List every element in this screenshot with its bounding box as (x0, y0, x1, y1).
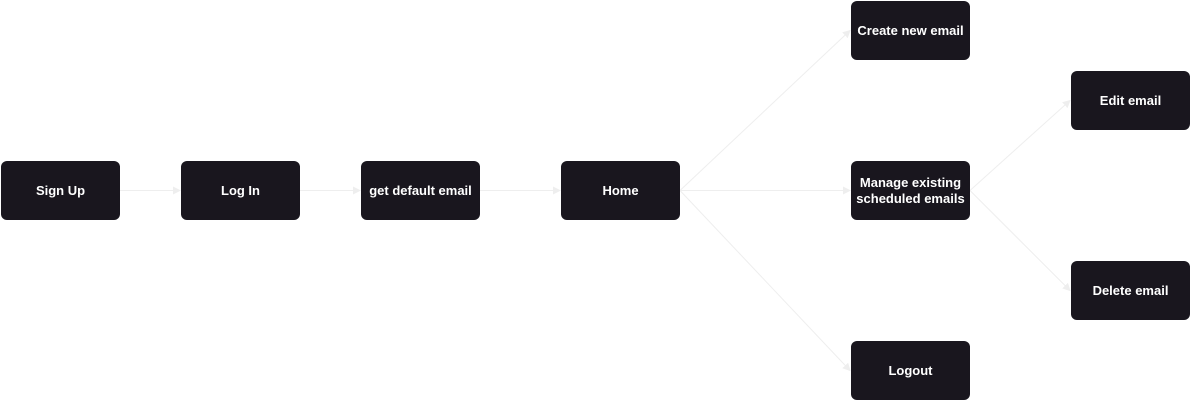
node-sign-up-label: Sign Up (35, 182, 86, 198)
node-logout-label: Logout (888, 362, 933, 378)
node-log-in-label: Log In (221, 182, 260, 198)
node-create-new-email-label: Create new email (857, 22, 964, 38)
node-delete-email[interactable]: Delete email (1071, 261, 1190, 320)
node-delete-email-label: Delete email (1092, 282, 1169, 298)
node-home-label: Home (602, 182, 639, 198)
node-manage-existing-label: Manage existing scheduled emails (856, 174, 965, 206)
node-edit-email-label: Edit email (1099, 92, 1162, 108)
node-create-new-email[interactable]: Create new email (851, 1, 970, 60)
edge-home-to-create-new-email (679, 29, 851, 191)
edge-home-to-logout (679, 190, 851, 372)
node-get-default-email-label: get default email (369, 182, 472, 198)
edge-manage-existing-to-edit-email (969, 99, 1071, 191)
edge-manage-existing-to-delete-email (969, 190, 1071, 292)
node-manage-existing-scheduled-emails[interactable]: Manage existing scheduled emails (851, 161, 970, 220)
node-get-default-email[interactable]: get default email (361, 161, 480, 220)
node-home[interactable]: Home (561, 161, 680, 220)
node-log-in[interactable]: Log In (181, 161, 300, 220)
node-logout[interactable]: Logout (851, 341, 970, 400)
node-sign-up[interactable]: Sign Up (1, 161, 120, 220)
node-edit-email[interactable]: Edit email (1071, 71, 1190, 130)
